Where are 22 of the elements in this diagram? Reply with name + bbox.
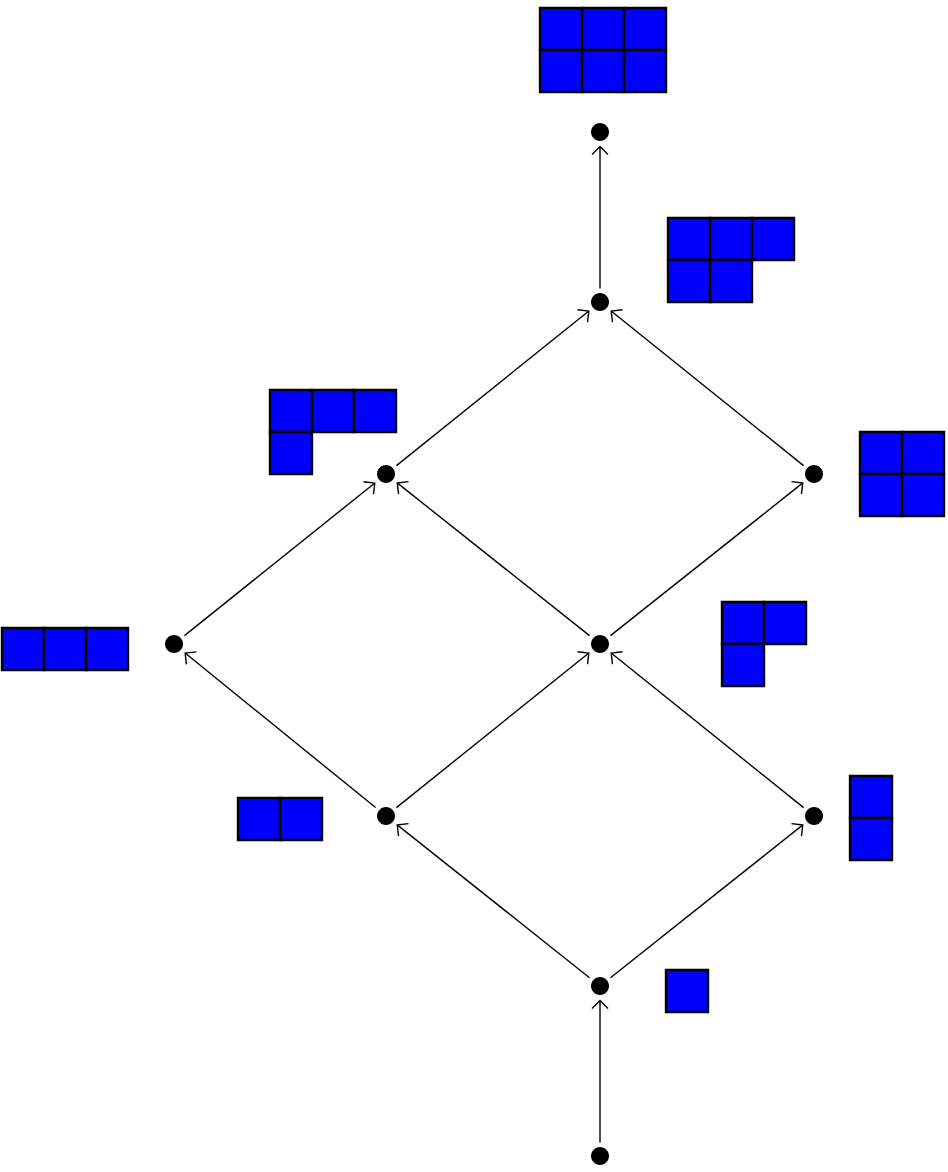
dot bbox=[805, 807, 823, 825]
arrow bbox=[609, 480, 804, 637]
arrow bbox=[591, 145, 609, 290]
arrow bbox=[610, 651, 805, 809]
dot bbox=[591, 293, 609, 311]
arrow bbox=[610, 309, 805, 467]
arrow bbox=[396, 822, 591, 979]
arrow bbox=[395, 309, 590, 467]
arrow bbox=[609, 822, 804, 979]
dot bbox=[591, 1147, 609, 1165]
dot bbox=[805, 465, 823, 483]
arrow bbox=[183, 481, 376, 637]
dot bbox=[377, 807, 395, 825]
arrow bbox=[591, 999, 609, 1144]
dot bbox=[591, 635, 609, 653]
arrow bbox=[396, 480, 591, 637]
dot bbox=[377, 465, 395, 483]
arrow bbox=[395, 651, 590, 809]
dot bbox=[591, 977, 609, 995]
dot bbox=[165, 635, 183, 653]
dot bbox=[591, 123, 609, 141]
arrow bbox=[184, 651, 377, 809]
